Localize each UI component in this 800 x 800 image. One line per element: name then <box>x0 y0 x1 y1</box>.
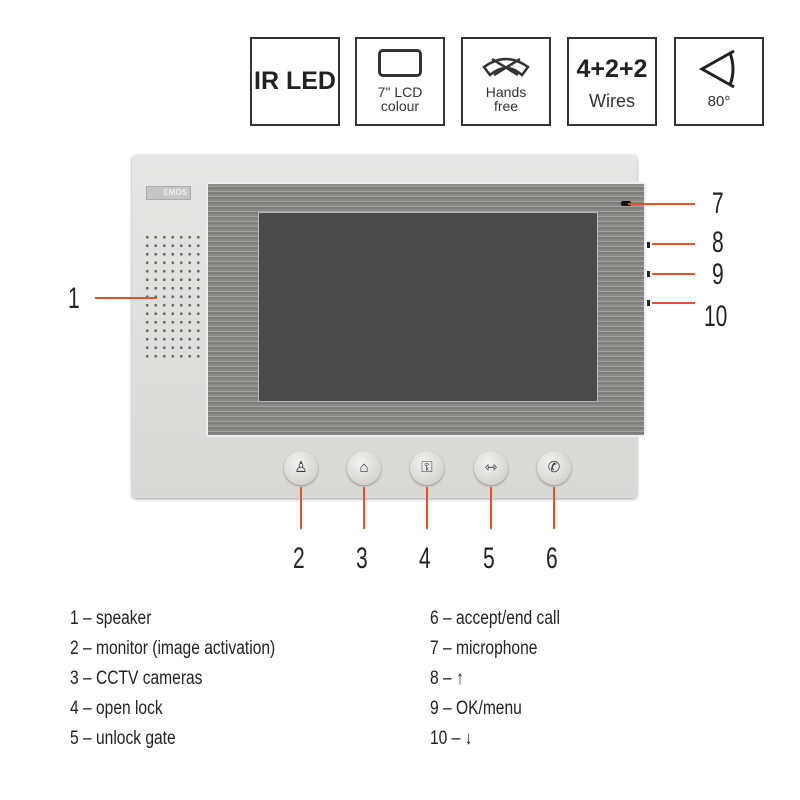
callout-line-9 <box>652 273 695 275</box>
cctv-button[interactable]: ⌂ <box>347 451 381 485</box>
callout-line-8 <box>652 243 695 245</box>
open-lock-button[interactable]: ⚿ <box>410 451 444 485</box>
legend-item: 3 – CCTV cameras <box>70 668 203 689</box>
person-icon: ♙ <box>294 459 308 476</box>
callout-line-1 <box>95 297 157 299</box>
handset-icon <box>482 57 530 77</box>
unlock-gate-button[interactable]: ⇿ <box>474 451 508 485</box>
feature-hands-free: Hands free <box>461 37 551 126</box>
feature-ir-led: IR LED <box>250 37 340 126</box>
callout-5: 5 <box>483 542 495 575</box>
callout-8: 8 <box>712 226 724 259</box>
legend-item: 4 – open lock <box>70 698 163 719</box>
viewing-angle-icon <box>698 49 735 89</box>
monitor-button[interactable]: ♙ <box>284 451 318 485</box>
feature-viewing-angle: 80° <box>674 37 764 126</box>
callout-6: 6 <box>546 542 558 575</box>
legend-item: 2 – monitor (image activation) <box>70 638 276 659</box>
legend-left: 1 – speaker 2 – monitor (image activatio… <box>70 604 275 754</box>
legend-item: 5 – unlock gate <box>70 728 176 749</box>
callout-line-2 <box>300 487 302 529</box>
legend-item: 8 – ↑ <box>430 668 464 689</box>
legend-item: 6 – accept/end call <box>430 608 560 629</box>
callout-line-4 <box>426 487 428 529</box>
callout-line-7 <box>628 203 695 205</box>
callout-line-5 <box>490 487 492 529</box>
legend-item: 9 – OK/menu <box>430 698 522 719</box>
gate-icon: ⇿ <box>484 459 498 476</box>
callout-line-6 <box>553 487 555 529</box>
speaker-grille <box>143 233 203 358</box>
callout-1: 1 <box>68 282 80 315</box>
call-button[interactable]: ✆ <box>537 451 571 485</box>
legend-item: 7 – microphone <box>430 638 538 659</box>
callout-2: 2 <box>293 542 305 575</box>
callout-line-10 <box>652 302 695 304</box>
feature-lcd: 7" LCD colour <box>355 37 445 126</box>
callout-10: 10 <box>704 300 728 333</box>
microphone <box>621 201 631 206</box>
lcd-screen-icon <box>378 49 422 77</box>
down-button[interactable] <box>647 300 650 306</box>
callout-4: 4 <box>419 542 431 575</box>
ok-menu-button[interactable] <box>647 271 650 277</box>
callout-7: 7 <box>712 187 724 220</box>
callout-9: 9 <box>712 258 724 291</box>
legend-item: 1 – speaker <box>70 608 152 629</box>
callout-line-3 <box>363 487 365 529</box>
phone-icon: ✆ <box>547 459 561 476</box>
legend-item: 10 – ↓ <box>430 728 473 749</box>
up-button[interactable] <box>647 242 650 248</box>
lcd-screen <box>258 212 598 402</box>
brand-logo: EMOS <box>146 186 191 200</box>
camera-icon: ⌂ <box>359 459 369 476</box>
key-icon: ⚿ <box>421 459 433 476</box>
legend-right: 6 – accept/end call 7 – microphone 8 – ↑… <box>430 604 560 754</box>
callout-3: 3 <box>356 542 368 575</box>
